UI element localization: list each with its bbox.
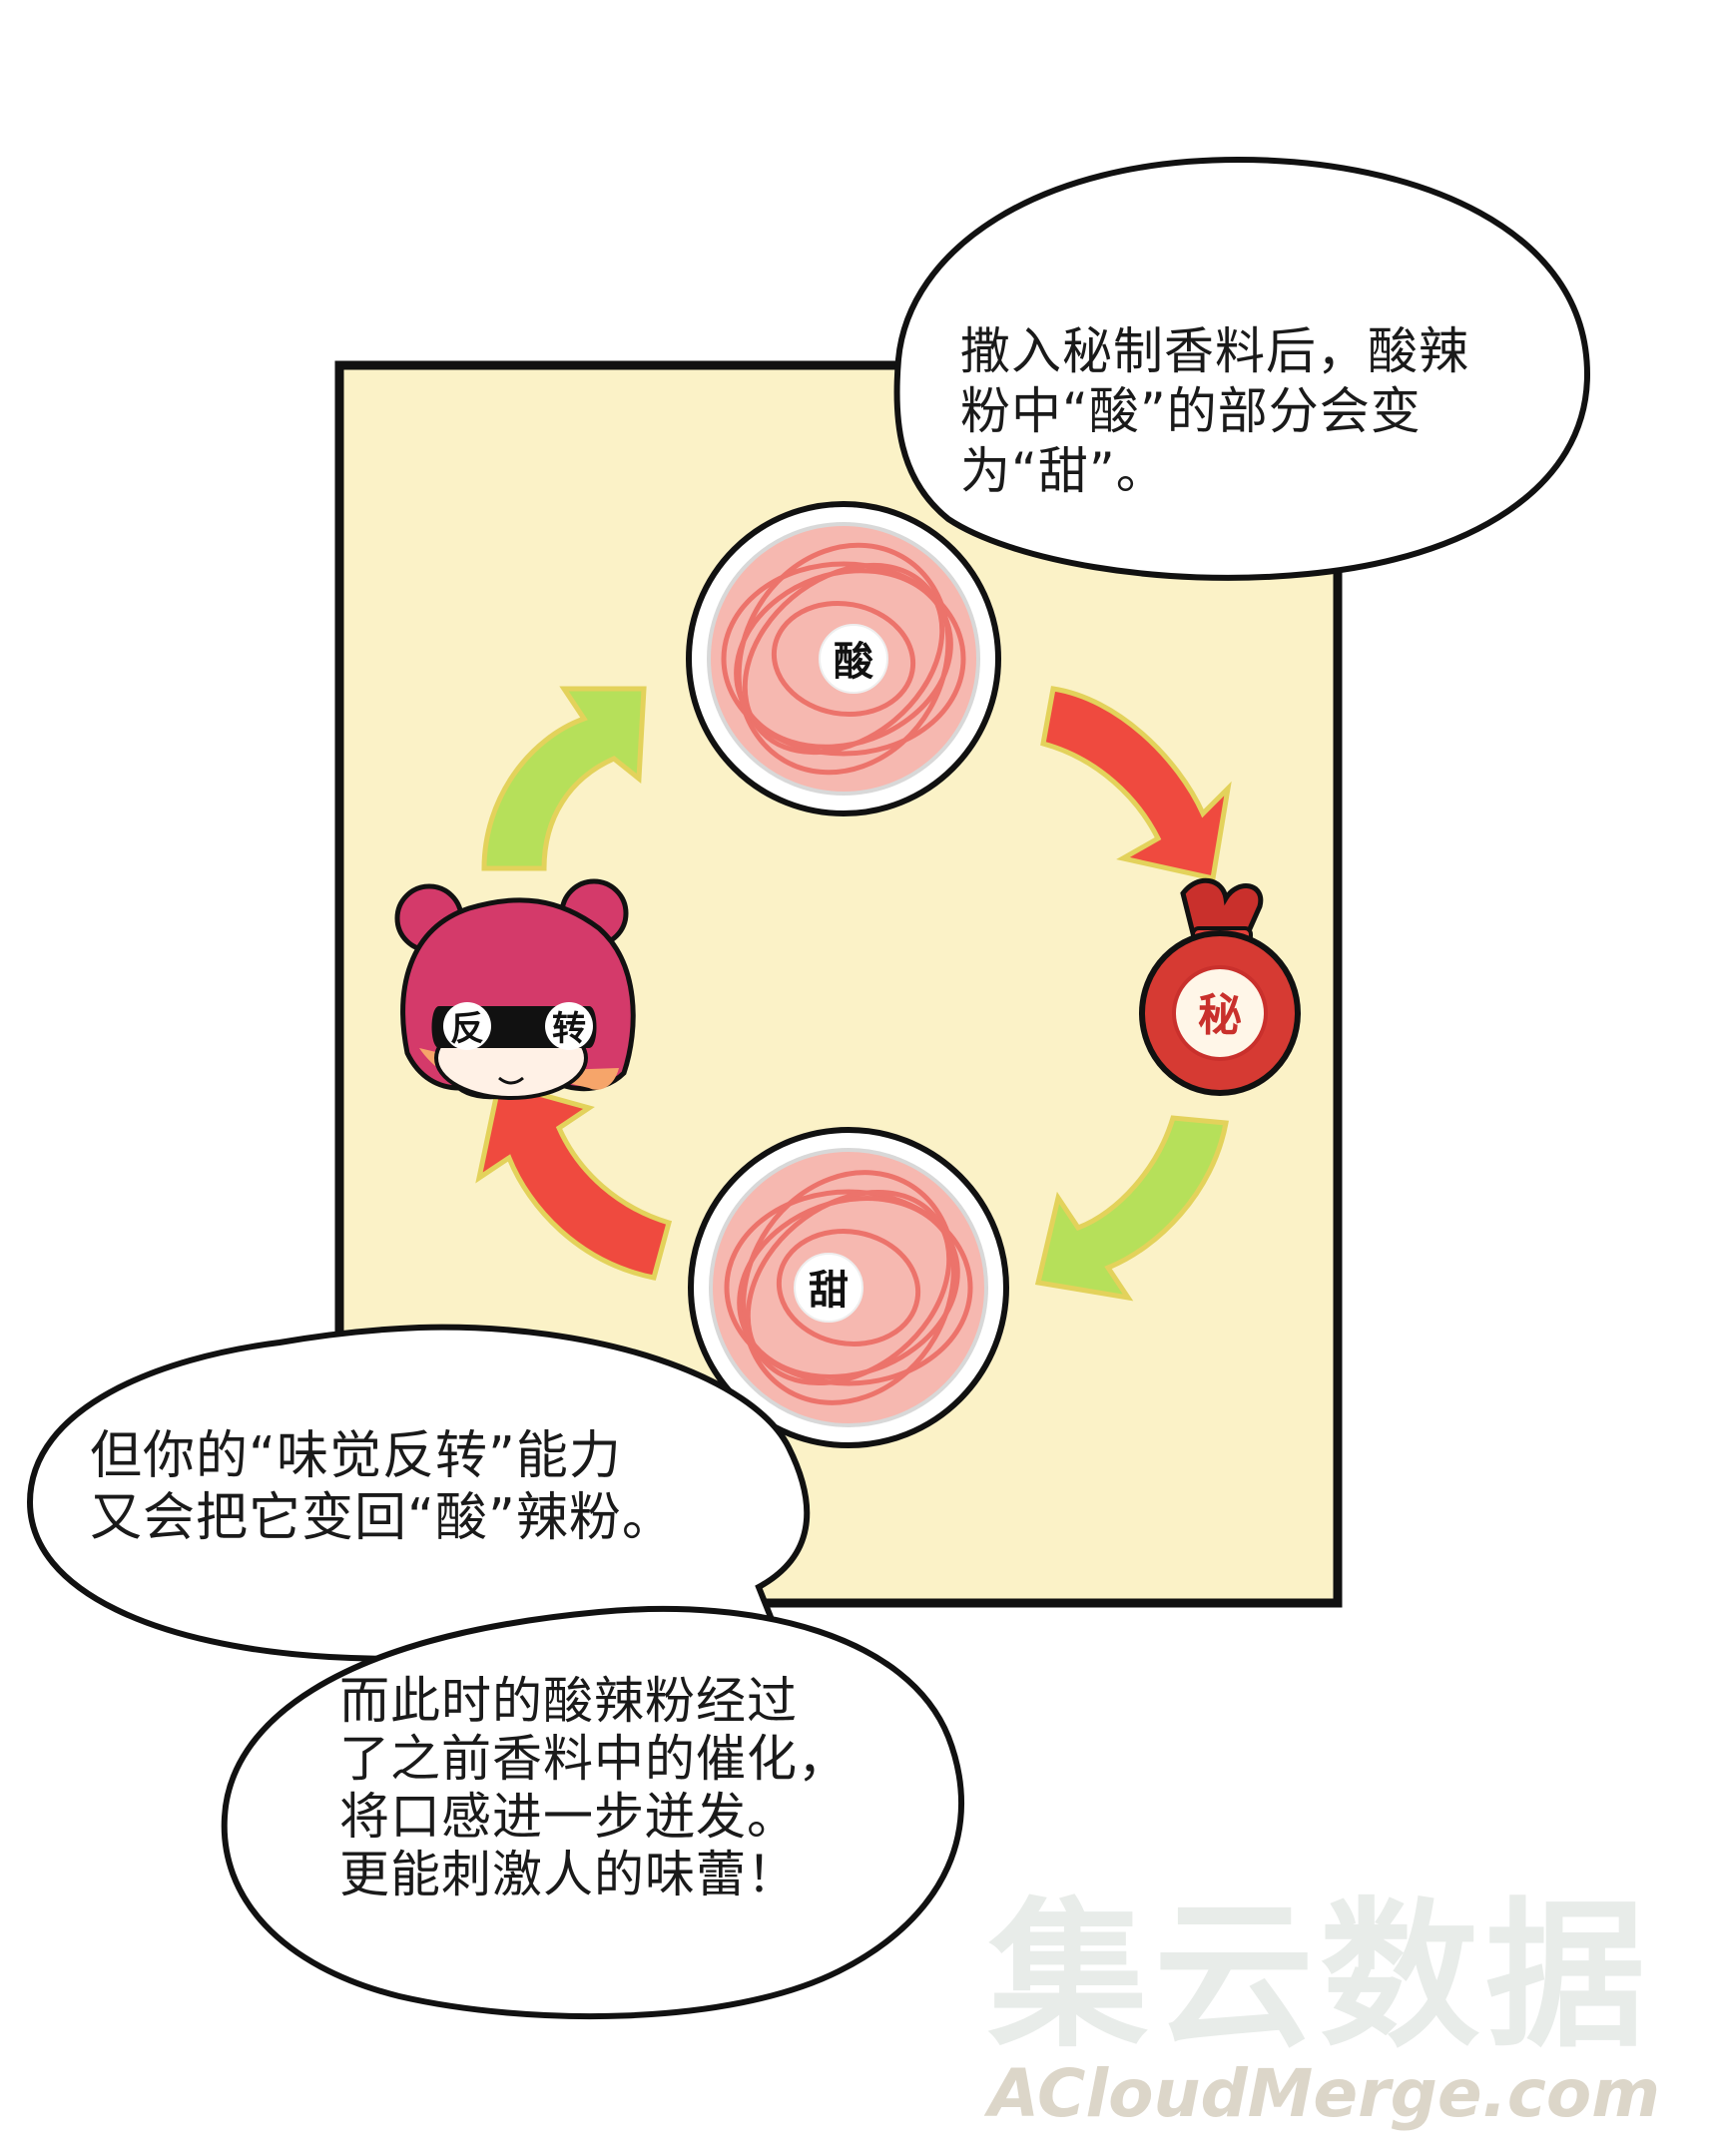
bowl-sweet-label: 甜 [809,1268,849,1314]
girl-head: 反 转 [394,878,636,1100]
red-arrow-top-right [1040,686,1232,882]
speech-text-top-right: 撒入秘制香料后，酸辣 粉中“酸”的部分会变 为“甜”。 [960,322,1469,500]
blindfold-left-label: 反 [450,1009,484,1049]
speech-bubble-bottom [221,1605,964,2020]
green-arrow-top-left [481,686,647,871]
speech-bubble-top-right [893,156,1591,581]
green-arrow-right [1034,1115,1229,1302]
bowl-sour: 酸 [686,501,1001,816]
red-arrow-left [475,1079,673,1281]
secret-bag-label: 秘 [1198,990,1242,1041]
bowl-sweet: 甜 [688,1127,1009,1448]
watermark-chinese: 集云数据 [988,1883,1652,2069]
watermark-latin: ACloudMerge.com [988,2055,1660,2132]
blindfold-right-label: 转 [552,1009,586,1049]
secret-spice-bag: 秘 [1139,877,1301,1096]
speech-text-bottom: 而此时的酸辣粉经过 了之前香料中的催化， 将口感进一步迸发。 更能刺激人的味蕾！ [339,1672,849,1903]
speech-text-middle-left: 但你的“味觉反转”能力 又会把它变回“酸”辣粉。 [90,1426,675,1548]
bowl-sour-label: 酸 [834,639,874,685]
